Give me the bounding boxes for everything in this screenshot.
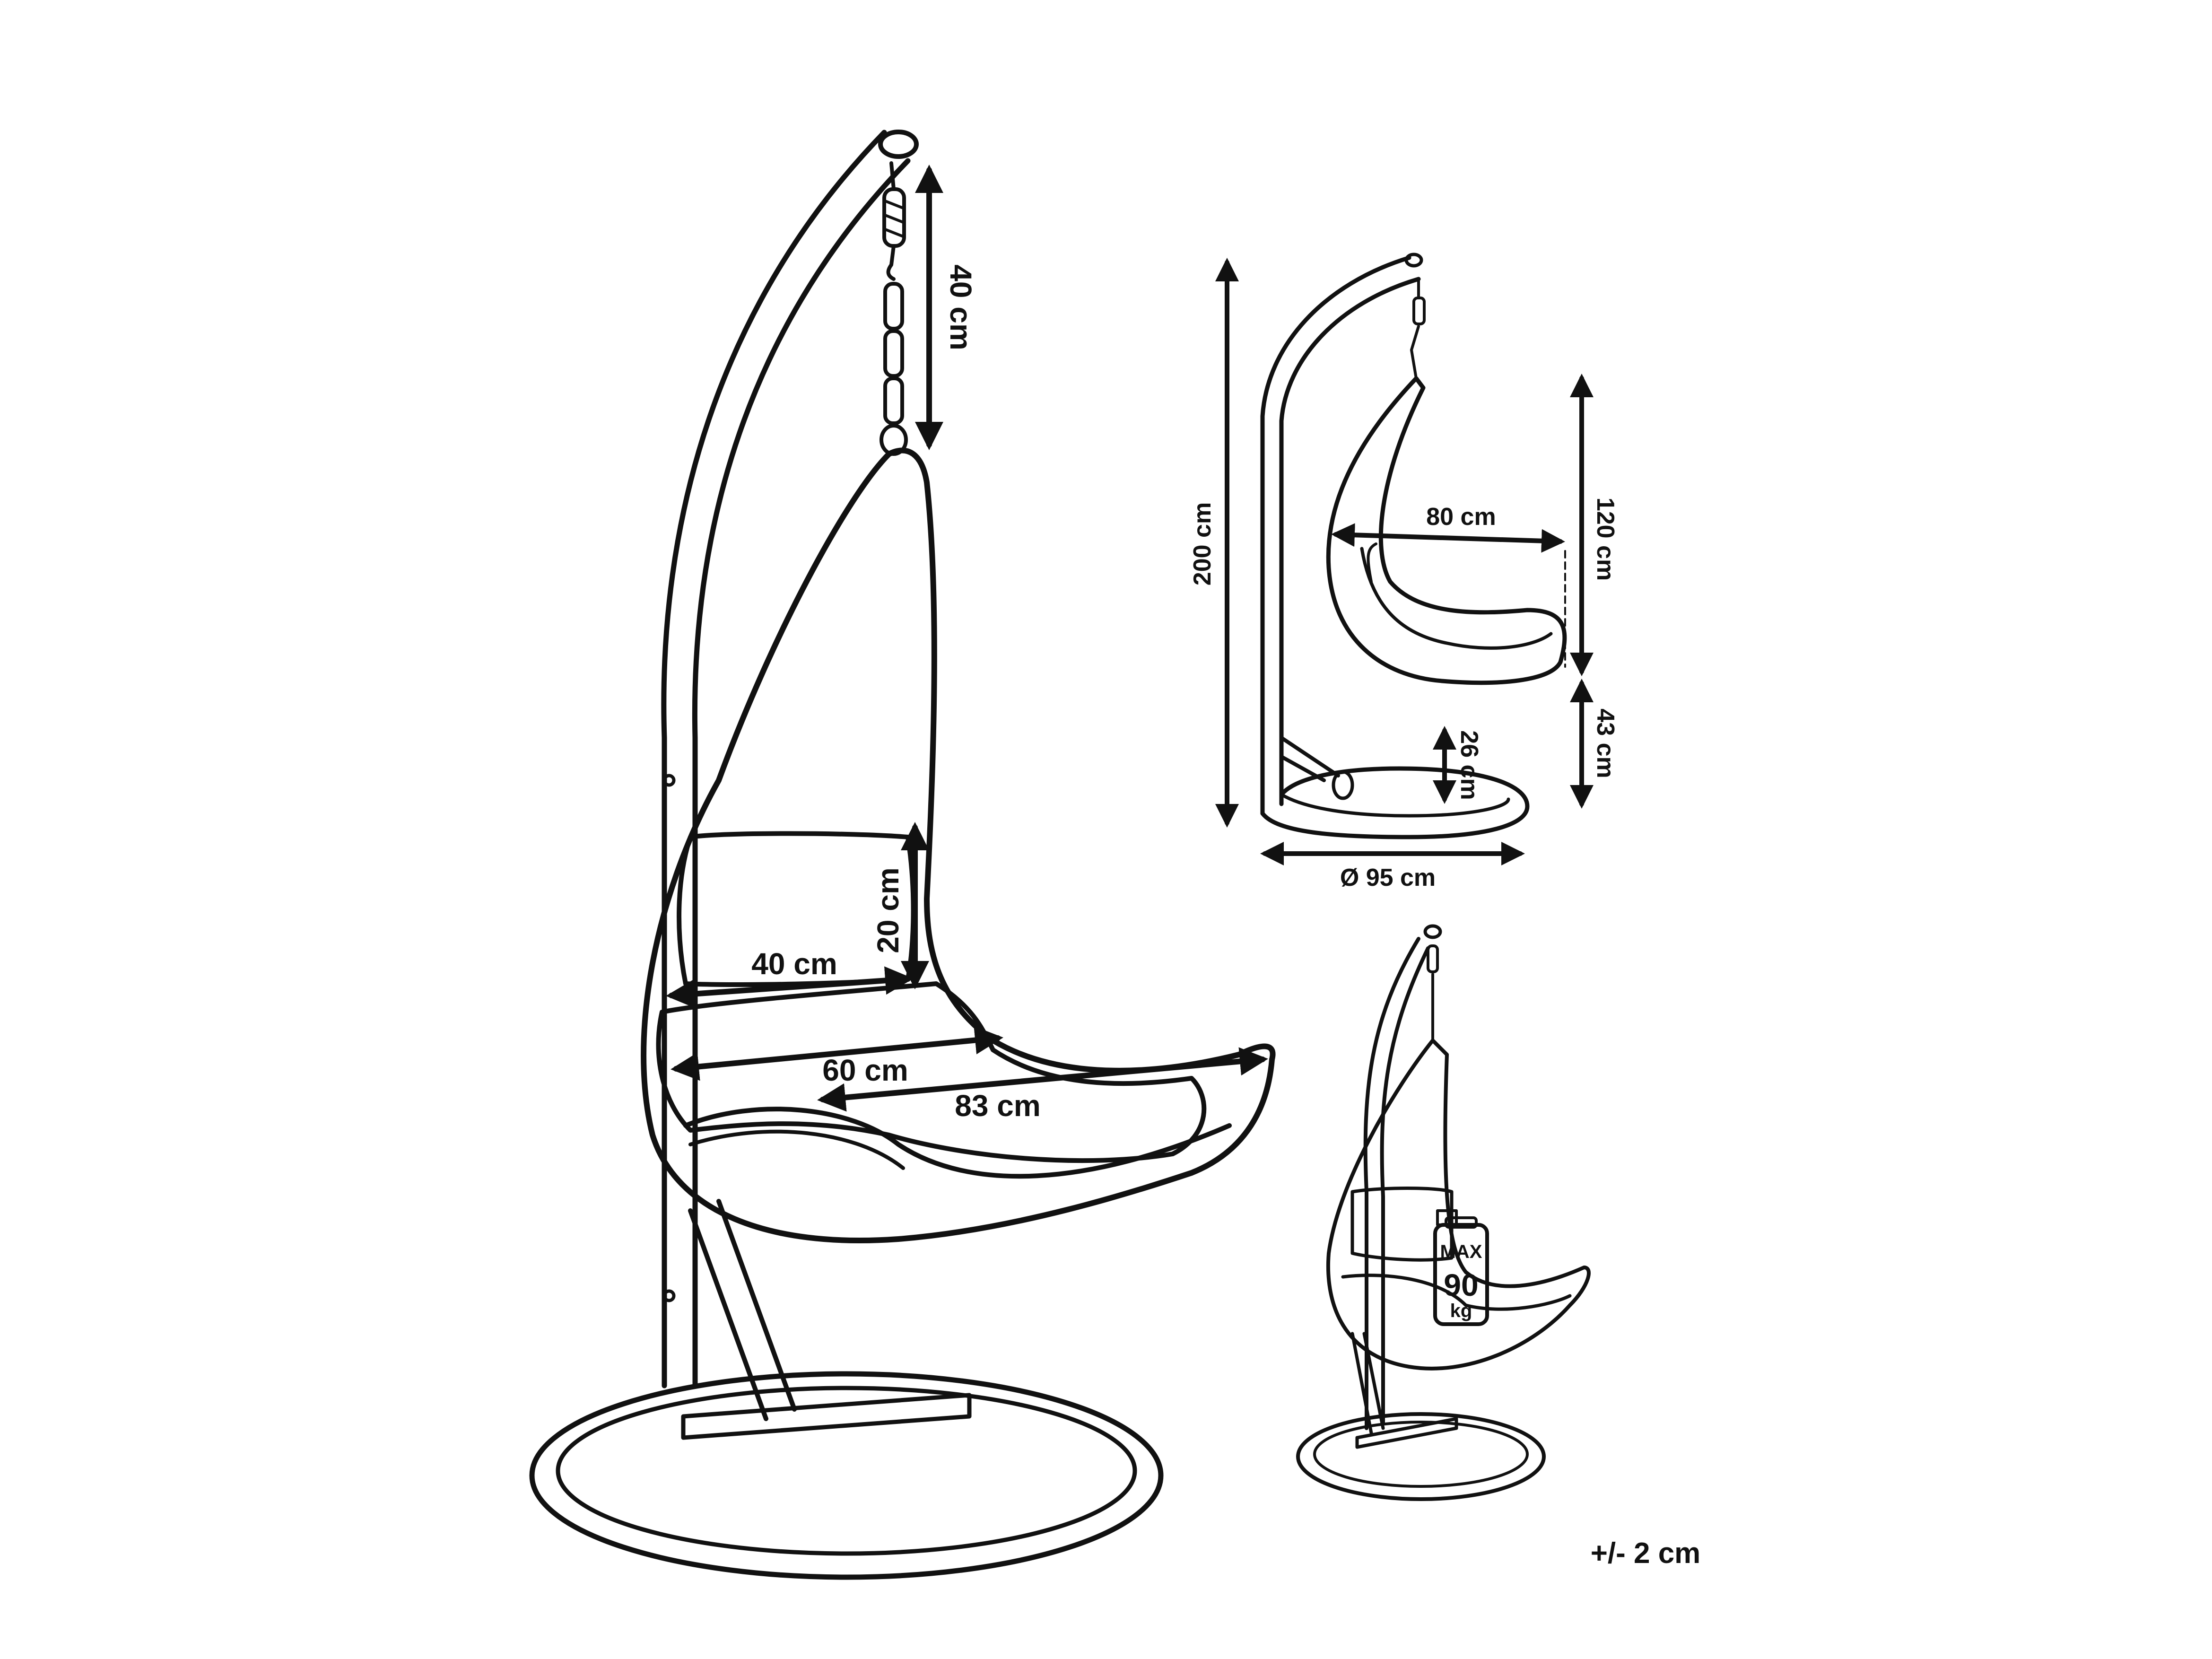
dimension-seat-height: 43 cm [1570,679,1619,809]
dimension-ground-clearance: 26 cm [1433,726,1483,804]
label-basket-depth: 80 cm [1426,503,1496,531]
label-basket-height: 120 cm [1592,498,1619,581]
label-seat-height: 43 cm [1592,708,1619,778]
label-ground-clearance: 26 cm [1455,730,1483,800]
weight-badge: MAX 90 kg [1433,1209,1489,1326]
badge-max-unit: kg [1450,1301,1472,1321]
label-total-width: 83 cm [955,1089,1040,1123]
dimension-total-height: 200 cm [1189,258,1239,828]
tolerance-note: +/- 2 cm [1591,1537,1701,1570]
label-seat-depth: 40 cm [751,947,837,981]
main-chain [880,161,908,456]
main-base-ring [529,1199,1164,1580]
label-seat-width: 60 cm [822,1053,908,1087]
badge-max-label: MAX [1440,1241,1482,1262]
dimension-total-width: 83 cm [817,1047,1268,1123]
dimension-base-diameter: Ø 95 cm [1260,842,1525,891]
label-base-diameter: Ø 95 cm [1340,864,1436,891]
load-chain [1427,944,1439,1042]
load-basket [1326,1039,1591,1371]
badge-max-value: 90 [1444,1267,1478,1302]
load-view: MAX 90 kg [1296,924,1591,1501]
dimension-basket-height: 120 cm [1564,374,1619,676]
main-view: 40 cm 20 cm 40 cm 60 cm 83 cm [529,130,1276,1580]
main-stand-post [661,130,919,1388]
label-backrest-height: 20 cm [871,867,905,953]
label-chain-length: 40 cm [944,264,978,350]
side-view: 200 cm 80 cm 120 cm 43 cm 26 cm Ø 95 cm [1189,253,1619,891]
load-stand [1296,924,1546,1501]
side-chain [1410,278,1426,380]
side-stand [1260,253,1530,839]
dimension-seat-width: 60 cm [671,1026,1003,1087]
dimension-chain-length: 40 cm [915,165,978,450]
dimension-basket-depth: 80 cm [1331,503,1565,553]
dimension-seat-depth: 40 cm [666,947,914,1008]
weight-badge-body [1433,1223,1489,1326]
dimension-backrest-height: 20 cm [871,822,929,989]
label-total-height: 200 cm [1189,502,1216,585]
